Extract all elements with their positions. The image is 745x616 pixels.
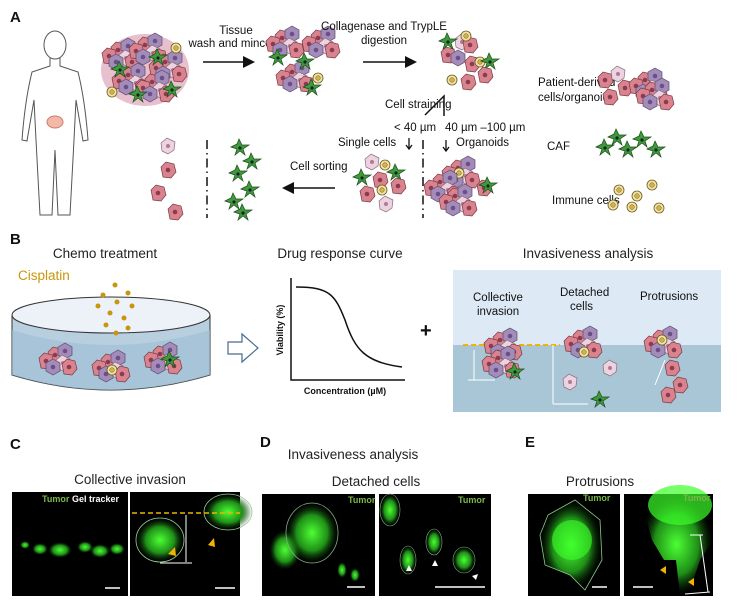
small-size-label: < 40 µm xyxy=(394,122,436,134)
cell-straining-label: Cell straining xyxy=(385,99,451,111)
digested-cells xyxy=(438,30,500,91)
sorted-green-cells xyxy=(224,138,262,221)
cell-sorting-label: Cell sorting xyxy=(290,161,348,173)
step-mince-line1: Tissue xyxy=(219,25,252,37)
sorted-tumor-cells xyxy=(150,137,184,221)
panel-d-title: Detached cells xyxy=(332,474,421,489)
panel-c-title: Collective invasion xyxy=(74,472,186,487)
organoids-label: Organoids xyxy=(456,137,509,149)
curve-line xyxy=(295,286,403,368)
collective-label-line2: invasion xyxy=(477,306,519,318)
protrusions-label: Protrusions xyxy=(640,291,698,303)
cisplatin-drops xyxy=(95,282,135,336)
curve-x-label: Concentration (µM) xyxy=(304,386,386,396)
arrowhead-marker xyxy=(208,538,215,547)
arrowhead-marker xyxy=(432,560,438,566)
single-cells-group xyxy=(352,153,407,213)
channel-tumor-label: Tumor xyxy=(458,495,486,505)
step-digest-line2: digestion xyxy=(361,35,407,47)
down-arrow-icon xyxy=(442,140,450,153)
panel-label-b: B xyxy=(10,231,21,248)
drug-response-curve: Viability (%) Concentration (µM) xyxy=(275,278,405,396)
panel-label-e: E xyxy=(525,434,535,451)
tumor-tissue xyxy=(101,33,189,106)
panel-d-super-title: Invasiveness analysis xyxy=(288,447,419,462)
channel-gel-label: Gel tracker xyxy=(72,494,120,504)
large-size-label: 40 µm –100 µm xyxy=(445,122,525,134)
down-arrow-icon xyxy=(405,138,413,151)
channel-tumor-label: Tumor xyxy=(348,495,376,505)
channel-tumor-label: Tumor xyxy=(583,493,611,503)
legend-patient-derived-line2: cells/organoids xyxy=(538,92,615,104)
curve-title: Drug response curve xyxy=(277,246,402,261)
detached-label-line2: cells xyxy=(570,301,593,313)
panel-b: B Chemo treatment Cisplatin Drug respons… xyxy=(10,231,721,412)
step-mince-line2: wash and mince xyxy=(187,38,271,50)
curve-y-label: Viability (%) xyxy=(275,305,285,356)
panel-label-a: A xyxy=(10,9,21,26)
panel-a: A Tissue wash and mince Collagenase and … xyxy=(10,9,674,221)
micrograph-c1 xyxy=(12,492,128,596)
invasion-schematic xyxy=(453,270,721,412)
legend-caf-icon xyxy=(595,128,666,158)
panel-e: E Protrusions Tumor Tumor xyxy=(525,434,713,596)
arrowhead-marker xyxy=(168,547,176,556)
panel-e-title: Protrusions xyxy=(566,474,635,489)
legend-patient-derived-line1: Patient-derived xyxy=(538,77,615,89)
legend-immune-label: Immune cells xyxy=(552,195,620,207)
human-body-icon xyxy=(21,30,89,216)
channel-tumor-label: Tumor xyxy=(42,494,70,504)
drug-label: Cisplatin xyxy=(18,268,70,283)
arrowhead-marker xyxy=(406,565,412,571)
panel-label-d: D xyxy=(260,434,271,451)
invasion-title: Invasiveness analysis xyxy=(523,246,654,261)
single-cells-label: Single cells xyxy=(338,137,396,149)
panel-d: D Invasiveness analysis Detached cells T… xyxy=(260,434,491,596)
arrowhead-marker xyxy=(472,574,478,580)
legend-caf-label: CAF xyxy=(547,141,570,153)
panel-label-c: C xyxy=(10,436,21,453)
step-digest-line1: Collagenase and TrypLE xyxy=(321,21,447,33)
strainer-icon xyxy=(424,94,445,116)
channel-tumor-label: Tumor xyxy=(683,493,711,503)
detached-label-line1: Detached xyxy=(560,287,609,299)
curve-axes xyxy=(290,278,405,381)
arrowhead-marker xyxy=(660,566,666,574)
collective-label-line1: Collective xyxy=(473,292,523,304)
plus-sign: + xyxy=(420,320,432,342)
minced-fragments xyxy=(266,26,340,96)
arrowhead-marker xyxy=(688,578,694,586)
chemo-title: Chemo treatment xyxy=(53,246,158,261)
organoids-group xyxy=(424,156,498,216)
panel-c: C Collective invasion Tumor Gel tracker xyxy=(10,436,253,596)
arrow-right-icon xyxy=(227,332,259,364)
